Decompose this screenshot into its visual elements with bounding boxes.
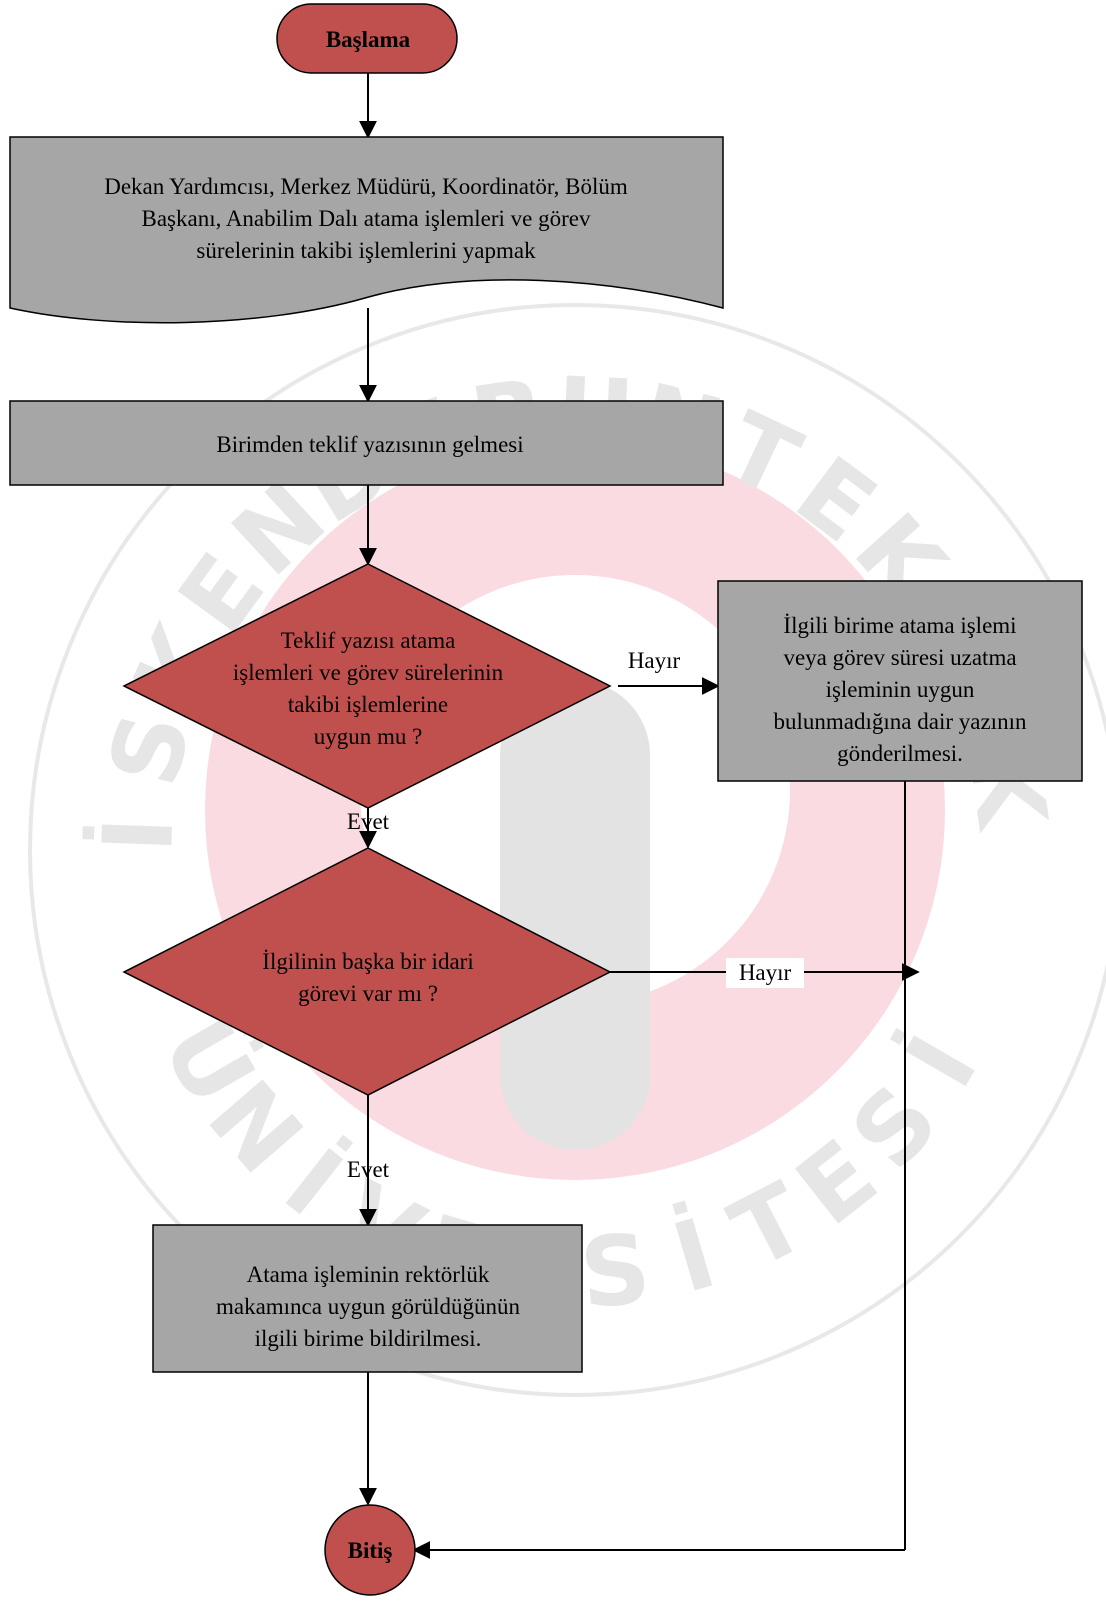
decision2-no-label-bg — [726, 958, 804, 988]
end-label: Bitiş — [348, 1538, 393, 1563]
watermark-ring — [28, 303, 1106, 1397]
reject-line: işleminin uygun — [826, 677, 975, 702]
reject-line: veya görev süresi uzatma — [783, 645, 1016, 670]
decision2-line: İlgilinin başka bir idari — [262, 949, 473, 974]
reject-line: gönderilmesi. — [837, 741, 963, 766]
start-label: Başlama — [326, 27, 411, 52]
end-terminal — [324, 1504, 416, 1596]
task-document-shape — [9, 136, 724, 324]
decision1-yes-label: Evet — [347, 809, 390, 834]
notify-process-box — [152, 1224, 583, 1373]
reject-line: bulunmadığına dair yazının — [774, 709, 1027, 734]
reject-line: İlgili birime atama işlemi — [783, 613, 1016, 638]
watermark-letter: S — [575, 1212, 655, 1330]
document-line: sürelerinin takibi işlemlerini yapmak — [196, 238, 536, 263]
reject-process-box — [717, 580, 1083, 782]
watermark-letter: İ — [661, 1197, 727, 1316]
receive-label: Birimden teklif yazısının gelmesi — [216, 432, 523, 457]
decision2-yes-label: Evet — [347, 1157, 390, 1182]
reject-label: İlgili birime atama işlemi veya görev sü… — [774, 613, 1027, 766]
watermark-letter: İ — [81, 815, 195, 855]
watermark-gray-bar — [500, 680, 650, 1150]
notify-line: Atama işleminin rektörlük — [247, 1262, 490, 1287]
decision1-label: Teklif yazısı atama işlemleri ve görev s… — [233, 628, 504, 749]
notify-line: makamınca uygun görüldüğünün — [216, 1294, 521, 1319]
decision2-no-label: Hayır — [739, 960, 792, 985]
decision2-line: görevi var mı ? — [298, 981, 438, 1006]
decision1-line: takibi işlemlerine — [288, 692, 448, 717]
receive-process-box — [9, 400, 724, 486]
notify-label: Atama işleminin rektörlük makamınca uygu… — [216, 1262, 521, 1351]
document-line: Dekan Yardımcısı, Merkez Müdürü, Koordin… — [104, 174, 628, 199]
decision1-line: uygun mu ? — [314, 724, 423, 749]
notify-line: ilgili birime bildirilmesi. — [255, 1326, 482, 1351]
decision1-line: işlemleri ve görev sürelerinin — [233, 660, 504, 685]
decision2-label: İlgilinin başka bir idari görevi var mı … — [262, 949, 473, 1006]
document-line: Başkanı, Anabilim Dalı atama işlemleri v… — [141, 206, 591, 231]
decision1-diamond — [122, 563, 612, 809]
decision1-line: Teklif yazısı atama — [281, 628, 456, 653]
decision2-diamond — [122, 847, 612, 1096]
start-terminal — [276, 3, 458, 74]
decision1-no-label: Hayır — [628, 648, 681, 673]
document-label: Dekan Yardımcısı, Merkez Müdürü, Koordin… — [104, 174, 628, 263]
